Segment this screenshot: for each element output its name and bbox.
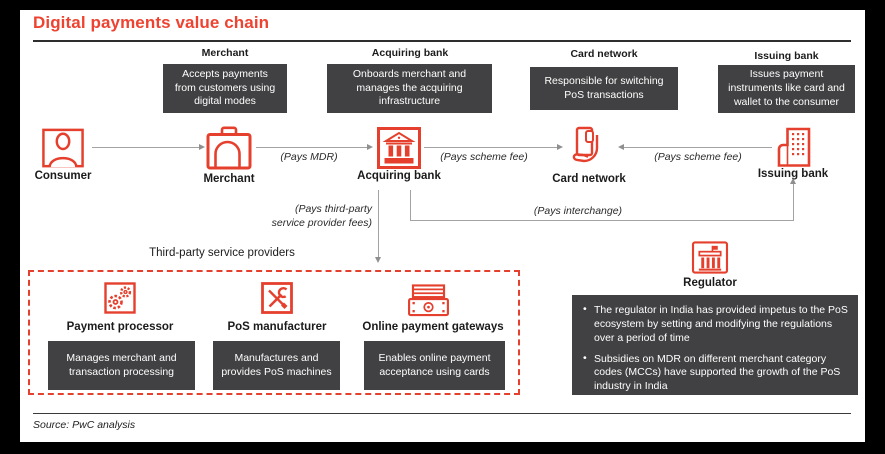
regulator-bullet-list: The regulator in India has provided impe…	[582, 303, 848, 395]
edge-label-pays-third-party-line2: service provider fees)	[271, 217, 372, 229]
third-party-label-online-payment-gateways: Online payment gateways	[362, 321, 504, 333]
interchange-line-down	[410, 190, 411, 221]
role-desc-merchant: Accepts payments from customers using di…	[163, 64, 287, 113]
regulator-label: Regulator	[683, 277, 737, 289]
regulator-bullet: The regulator in India has provided impe…	[582, 303, 848, 346]
arrowhead-left-icon	[618, 144, 624, 150]
role-desc-issuing-bank: Issues payment instruments like card and…	[718, 65, 855, 113]
third-party-desc-online-payment-gateways: Enables online payment acceptance using …	[364, 341, 505, 390]
role-label-acquiring-bank: Acquiring bank	[371, 47, 449, 59]
arrow-merchant-to-acquiring	[256, 147, 368, 148]
role-label-card-network: Card network	[570, 48, 638, 60]
arrowhead-down-icon	[375, 257, 381, 263]
edge-label-pays-mdr: (Pays MDR)	[280, 151, 338, 163]
arrowhead-right-icon	[199, 144, 205, 150]
regulator-bullet: Subsidies on MDR on different merchant c…	[582, 352, 848, 395]
regulator-icon	[691, 241, 729, 274]
node-label-consumer: Consumer	[34, 170, 92, 182]
issuing-bank-icon	[777, 127, 811, 167]
consumer-icon	[42, 128, 84, 169]
page-title: Digital payments value chain	[33, 13, 270, 32]
node-label-card-network: Card network	[552, 173, 626, 185]
edge-label-pays-third-party-line1: (Pays third-party	[294, 203, 372, 215]
arrow-consumer-to-merchant	[92, 147, 200, 148]
edge-label-pays-scheme-fee-acquiring: (Pays scheme fee)	[440, 151, 528, 163]
node-label-issuing-bank: Issuing bank	[757, 168, 829, 180]
regulator-notes-box: The regulator in India has provided impe…	[572, 295, 858, 395]
third-party-label-pos-manufacturer: PoS manufacturer	[227, 321, 327, 333]
bank-icon	[377, 127, 421, 169]
node-label-acquiring-bank: Acquiring bank	[357, 170, 441, 182]
merchant-icon	[206, 126, 252, 170]
tools-icon	[261, 282, 293, 314]
card-network-icon	[566, 126, 610, 170]
source-text: Source: PwC analysis	[33, 419, 136, 431]
node-label-merchant: Merchant	[203, 173, 255, 185]
arrowhead-right-icon	[367, 144, 373, 150]
edge-label-pays-interchange: (Pays interchange)	[533, 205, 623, 217]
interchange-line-across	[410, 220, 794, 221]
role-desc-acquiring-bank: Onboards merchant and manages the acquir…	[327, 64, 492, 113]
cash-icon	[407, 284, 450, 317]
third-party-dashed-box	[28, 270, 520, 395]
edge-label-pays-scheme-fee-issuing: (Pays scheme fee)	[654, 151, 742, 163]
interchange-line-up	[793, 184, 794, 221]
arrow-issuing-to-cardnetwork	[624, 147, 772, 148]
third-party-label-payment-processor: Payment processor	[66, 321, 174, 333]
arrowhead-right-icon	[557, 144, 563, 150]
gears-icon	[104, 282, 136, 314]
arrow-acquiring-to-cardnetwork	[424, 147, 558, 148]
third-party-desc-payment-processor: Manages merchant and transaction process…	[48, 341, 195, 390]
role-desc-card-network: Responsible for switching PoS transactio…	[530, 67, 678, 110]
third-party-header: Third-party service providers	[149, 247, 295, 259]
role-label-issuing-bank: Issuing bank	[754, 50, 819, 62]
title-divider	[33, 40, 851, 42]
third-party-desc-pos-manufacturer: Manufactures and provides PoS machines	[213, 341, 340, 390]
source-divider	[33, 413, 851, 414]
arrowhead-up-icon	[790, 178, 796, 184]
arrow-acquiring-to-thirdparty	[378, 190, 379, 258]
role-label-merchant: Merchant	[201, 47, 249, 59]
